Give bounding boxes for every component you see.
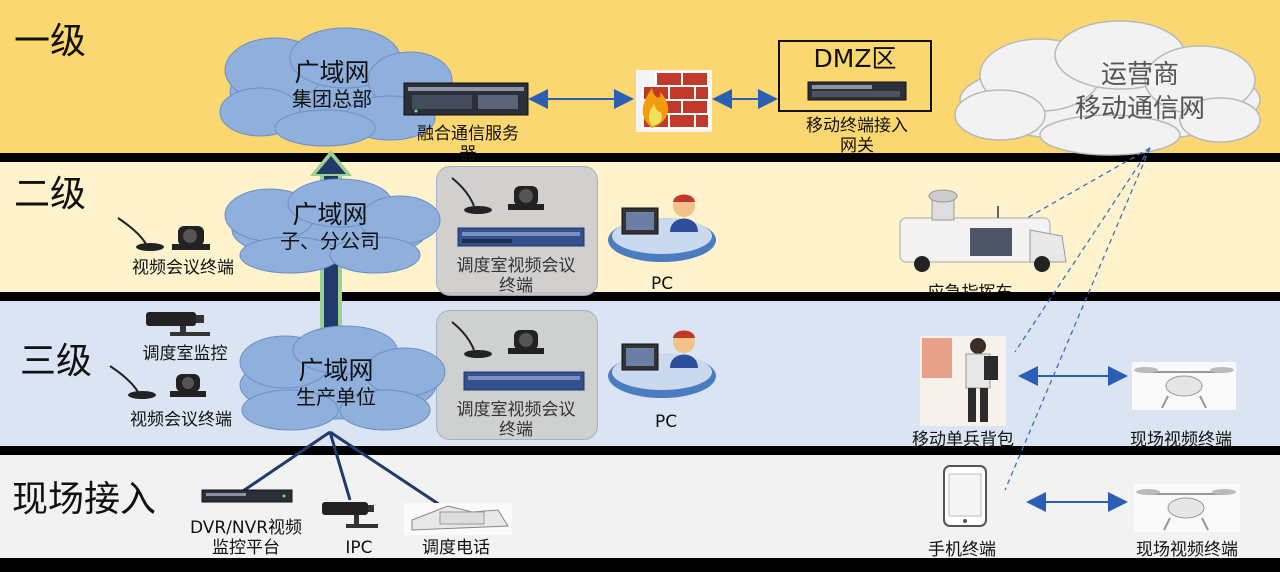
cloud-branch-subtitle: 子、分公司 — [280, 229, 380, 253]
dvr-nvr-label: DVR/NVR视频监控平台 — [189, 518, 303, 558]
dmz-zone — [778, 40, 932, 112]
emergency-vehicle-icon — [899, 189, 1067, 272]
cloud-operator-title: 运营商 — [1100, 60, 1179, 90]
field-links — [239, 430, 441, 507]
phone-terminal-label: 手机终端 — [928, 540, 996, 558]
tier-label-level3: 三级 — [20, 341, 93, 382]
cloud-branch-title: 广域网 — [292, 200, 368, 229]
dispatch-monitor-camera-icon — [146, 312, 210, 336]
ipc-label: IPC — [345, 538, 373, 558]
drone-icon-1 — [1132, 362, 1236, 410]
emergency-vehicle-label: 应急指挥车 — [927, 283, 1013, 293]
dvr-nvr-icon — [201, 489, 293, 503]
dispatch-phone-label: 调度电话 — [422, 538, 490, 558]
cloud-branch-label: 广域网 子、分公司 — [260, 202, 400, 254]
cloud-operator — [954, 20, 1261, 156]
cloud-operator-label: 运营商 移动通信网 — [1060, 58, 1220, 126]
video-conf-l2-label: 视频会议终端 — [132, 258, 234, 278]
dispatch-monitor-label: 调度室监控 — [142, 344, 228, 364]
tier-label-level2: 二级 — [14, 174, 87, 215]
pc-icon-l2 — [608, 194, 716, 262]
video-conf-terminal-icon-l3 — [109, 365, 206, 399]
cloud-hq-label: 广域网 集团总部 — [262, 60, 402, 112]
cloud-operator-subtitle: 移动通信网 — [1074, 94, 1205, 124]
tier-label-field: 现场接入 — [12, 479, 157, 520]
field-video-2-label: 现场视频终端 — [1136, 540, 1238, 558]
firewall-icon — [636, 70, 712, 132]
video-conf-l3-label: 视频会议终端 — [130, 410, 232, 430]
dispatch-conf-icon-l2 — [451, 177, 585, 247]
tier-label-level1: 一级 — [14, 21, 87, 62]
dmz-label: DMZ区 — [813, 44, 897, 73]
mobile-gateway-label: 移动终端接入网关 — [806, 116, 908, 156]
backpack-label: 移动单兵背包 — [912, 430, 1014, 446]
dispatch-phone-icon — [404, 503, 512, 535]
pc-l3-label: PC — [654, 412, 678, 432]
conv-server-icon — [403, 82, 529, 116]
cloud-production-label: 广域网 生产单位 — [266, 358, 406, 410]
mobile-phone-icon — [943, 465, 987, 527]
dispatch-conf-icon-l3 — [451, 321, 585, 391]
pc-l2-label: PC — [650, 274, 674, 294]
video-conf-terminal-icon-l2 — [117, 217, 210, 251]
ipc-camera-icon — [322, 502, 378, 528]
field-video-1-label: 现场视频终端 — [1130, 430, 1232, 446]
cloud-hq — [219, 27, 453, 147]
cloud-production-title: 广域网 — [298, 356, 374, 385]
cloud-hq-title: 广域网 — [294, 58, 370, 87]
cloud-hq-subtitle: 集团总部 — [292, 87, 372, 111]
cloud-branch — [224, 178, 441, 274]
drone-icon-2 — [1134, 484, 1240, 532]
cloud-production — [239, 325, 446, 431]
conv-server-label: 融合通信服务器 — [417, 124, 519, 164]
cloud-production-subtitle: 生产单位 — [296, 385, 376, 409]
backpack-soldier-photo — [920, 336, 1006, 426]
operator-dashed-links — [1004, 147, 1151, 491]
mobile-gateway-server-icon — [807, 81, 907, 101]
pc-icon-l3 — [608, 330, 716, 398]
dispatch-conf-l3-label: 调度室视频会议终端 — [456, 400, 576, 440]
dispatch-conf-l2-label: 调度室视频会议终端 — [456, 256, 576, 296]
